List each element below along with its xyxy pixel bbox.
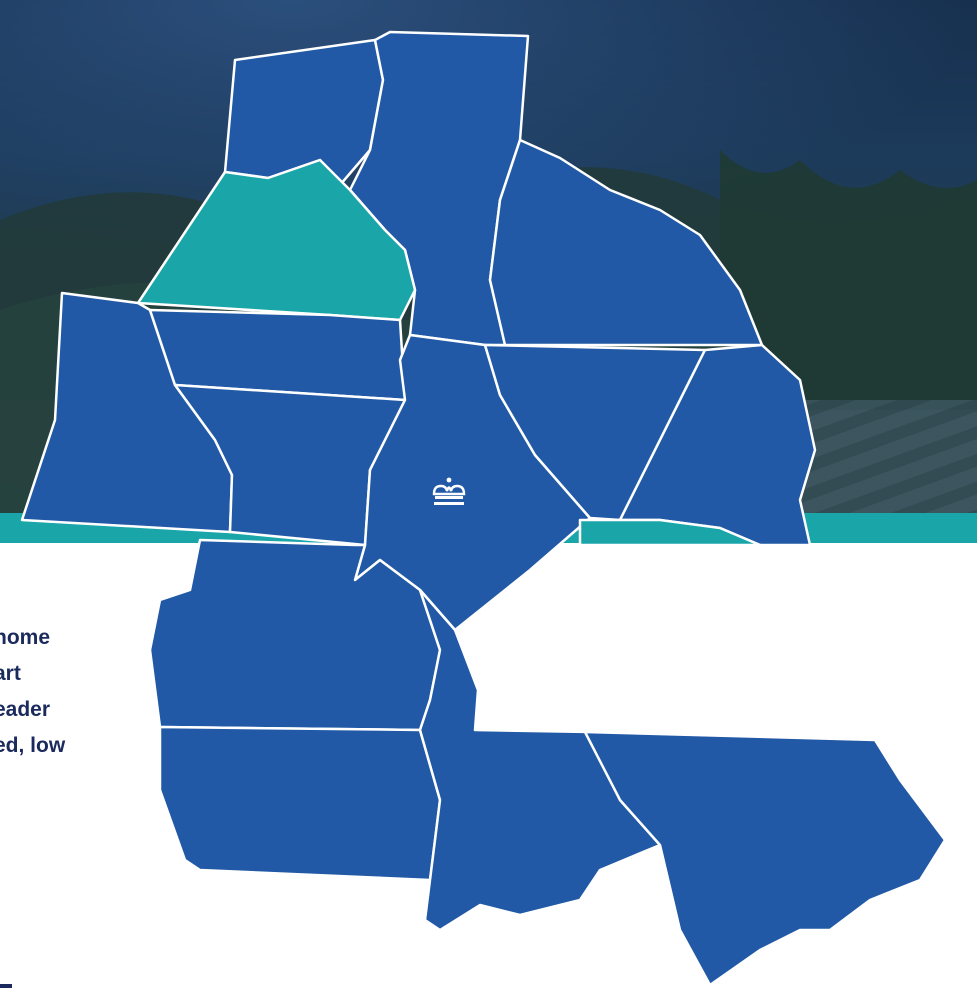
crown-band: [435, 496, 463, 499]
county-south-middle[interactable]: [418, 588, 662, 932]
text-dash: [0, 984, 12, 988]
county-north-east[interactable]: [488, 138, 764, 347]
crown-top: [432, 484, 466, 496]
county-north-west-upper[interactable]: [136, 158, 417, 322]
city-marker[interactable]: [432, 477, 466, 505]
intro-line-2: art: [0, 662, 21, 685]
county-southwest-lower[interactable]: [158, 725, 442, 882]
crown-icon: [446, 477, 452, 483]
intro-text: home art eader ed, low: [0, 620, 134, 764]
county-southeast[interactable]: [583, 730, 947, 987]
intro-line-1: home: [0, 626, 51, 649]
county-teal-sliver-east[interactable]: [578, 518, 762, 547]
crown-base: [434, 502, 464, 505]
intro-line-3: eader: [0, 698, 51, 721]
county-north-top-left[interactable]: [223, 38, 385, 187]
intro-line-4: ed, low: [0, 734, 66, 757]
